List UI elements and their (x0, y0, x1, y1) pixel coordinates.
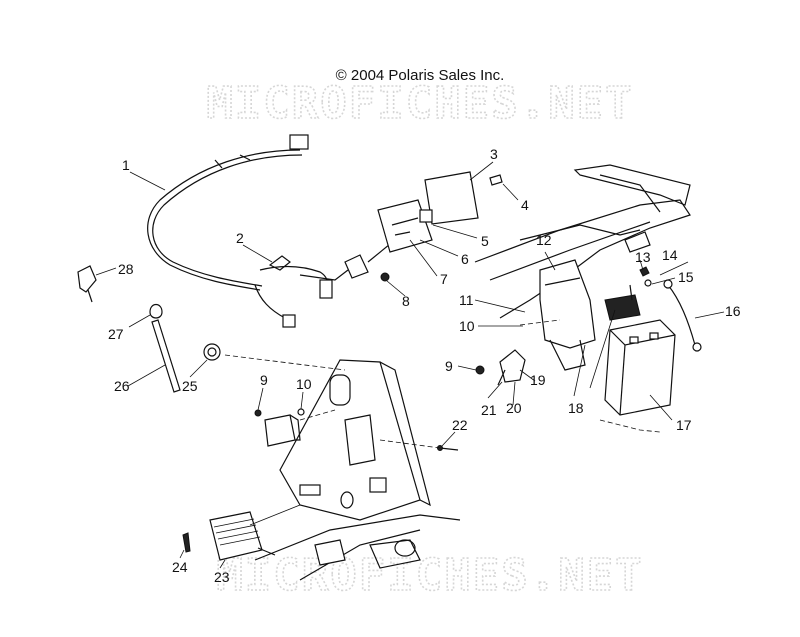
clip-28-pin (87, 289, 93, 303)
callout-11: 11 (459, 292, 474, 308)
callout-2: 2 (236, 230, 244, 246)
cable-terminal (692, 342, 702, 352)
clip-assembly (475, 349, 526, 386)
grommet-25-inner (207, 347, 217, 357)
callout-15: 15 (678, 269, 694, 285)
callout-10-panel: 10 (296, 376, 312, 392)
battery-bracket (539, 259, 596, 371)
guide-line (519, 319, 561, 326)
cable-terminal (663, 279, 673, 289)
callout-22: 22 (452, 417, 468, 433)
grommet-25 (203, 343, 221, 361)
callout-4: 4 (521, 197, 529, 213)
strap-15 (629, 284, 633, 301)
guide-line (599, 419, 661, 433)
copyright-text: © 2004 Polaris Sales Inc. (336, 67, 505, 84)
callout-13: 13 (635, 249, 651, 265)
lower-chassis (254, 514, 461, 581)
light-assembly (377, 171, 503, 253)
callout-14: 14 (662, 247, 678, 263)
connector (344, 254, 369, 279)
callout-6: 6 (461, 251, 469, 267)
callout-3: 3 (490, 146, 498, 162)
bolt-22 (439, 447, 459, 451)
callout-9-clip: 9 (445, 358, 453, 374)
leader-lines (95, 161, 725, 569)
screw-24 (182, 532, 191, 553)
callout-26: 26 (114, 378, 130, 394)
callout-28: 28 (118, 261, 134, 277)
callout-23: 23 (214, 569, 230, 585)
module (254, 408, 305, 447)
callout-17: 17 (676, 417, 692, 433)
callout-12: 12 (536, 232, 552, 248)
clip-28 (77, 265, 97, 293)
callout-9-panel: 9 (260, 372, 268, 388)
bolt-13 (639, 266, 650, 277)
guide-line (299, 409, 336, 421)
callout-7: 7 (440, 271, 448, 287)
callout-19: 19 (530, 372, 546, 388)
wire-harness (147, 134, 349, 328)
callout-18: 18 (568, 400, 584, 416)
callout-5: 5 (481, 233, 489, 249)
nut-14 (644, 279, 652, 287)
callout-21: 21 (481, 402, 497, 418)
callout-27: 27 (108, 326, 124, 342)
watermark-top: MICROFICHES.NET (206, 78, 633, 129)
battery-cable (667, 284, 696, 346)
leader (249, 504, 301, 526)
callout-10-frame: 10 (459, 318, 475, 334)
watermark-bottom: MICROFICHES.NET (216, 550, 643, 601)
battery (604, 294, 676, 416)
regulator (209, 511, 276, 561)
nut-8 (380, 272, 390, 282)
clamp-27 (149, 303, 163, 319)
callout-16: 16 (725, 303, 741, 319)
guide-line (379, 439, 441, 449)
callout-24: 24 (172, 559, 188, 575)
callout-8: 8 (402, 293, 410, 309)
callout-numbers: 1 2 3 4 5 6 7 8 9 9 10 10 11 12 13 14 15… (108, 146, 741, 585)
callout-20: 20 (506, 400, 522, 416)
cable-tie (151, 319, 181, 393)
callout-25: 25 (182, 378, 198, 394)
callout-1: 1 (122, 157, 130, 173)
guide-line (224, 354, 346, 371)
